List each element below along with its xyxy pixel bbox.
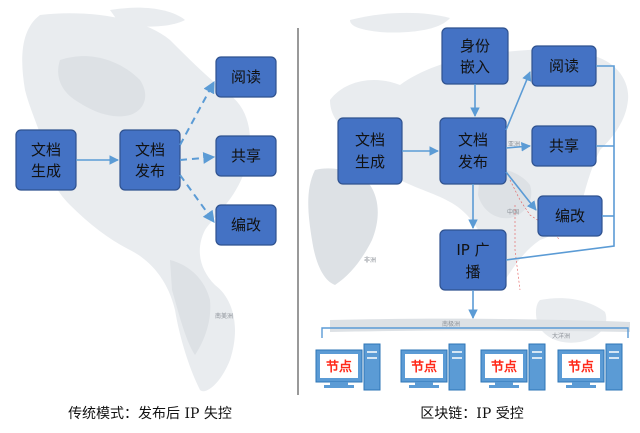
right-doc-gen-box: 文档 生成: [337, 117, 403, 185]
map-label-antarctica: 南极洲: [442, 320, 460, 328]
right-doc-publish-box: 文档 发布: [439, 117, 507, 185]
node-computer-3: 节点: [480, 343, 546, 391]
left-read-box: 阅读: [215, 56, 277, 98]
tower-icon: [363, 343, 381, 391]
left-doc-gen-box: 文档 生成: [15, 129, 77, 191]
right-ip-broadcast-box: IP 广 播: [439, 229, 507, 291]
right-share-box: 共享: [531, 125, 597, 167]
left-edit-label: 编改: [231, 216, 261, 234]
right-share-label: 共享: [549, 137, 579, 155]
node-label-1: 节点: [326, 359, 352, 375]
node-computer-4: 节点: [557, 343, 623, 391]
right-ip-broadcast-line2: 播: [465, 263, 480, 281]
map-label-oceania: 大洋洲: [552, 332, 570, 340]
node-label-4: 节点: [568, 359, 594, 375]
right-doc-publish-line1: 文档: [458, 131, 488, 149]
node-label-2: 节点: [411, 359, 437, 375]
right-doc-gen-line1: 文档: [355, 131, 385, 149]
right-ip-broadcast-line1: IP 广: [456, 241, 489, 259]
left-arrow-publish-to-share: [179, 151, 216, 164]
left-edit-box: 编改: [215, 204, 277, 246]
right-arrow-publish-to-share: [505, 141, 531, 152]
left-caption: 传统模式：发布后 IP 失控: [68, 406, 232, 422]
right-arrow-publish-to-edit: [505, 171, 537, 211]
left-doc-publish-line1: 文档: [135, 141, 165, 159]
map-label-china: 中国: [507, 208, 519, 216]
node-label-3: 节点: [491, 359, 517, 375]
right-read-box: 阅读: [531, 45, 597, 87]
right-read-label: 阅读: [549, 57, 579, 75]
left-share-box: 共享: [215, 135, 277, 177]
node-computer-2: 节点: [400, 343, 466, 391]
map-label-africa: 非洲: [364, 256, 376, 264]
left-arrow-publish-to-edit: [179, 174, 215, 223]
left-share-label: 共享: [231, 147, 261, 165]
right-feedback-line-read: [505, 65, 615, 261]
right-identity-line1: 身份: [460, 37, 490, 55]
left-world-map: 南美洲: [22, 7, 250, 392]
right-identity-line2: 嵌入: [460, 58, 490, 76]
map-label-asia: 亚洲: [508, 141, 520, 148]
tower-icon: [448, 343, 466, 391]
left-doc-publish-line2: 发布: [135, 162, 165, 180]
right-identity-embed-box: 身份 嵌入: [441, 27, 509, 85]
left-doc-gen-line2: 生成: [31, 162, 61, 180]
tower-icon: [528, 343, 546, 391]
left-doc-gen-line1: 文档: [31, 141, 61, 159]
nodes-bracket: [321, 327, 629, 338]
right-caption: 区块链：IP 受控: [420, 406, 523, 422]
right-arrow-publish-to-read: [505, 71, 532, 131]
tower-icon: [605, 343, 623, 391]
node-computer-1: 节点: [315, 343, 381, 391]
left-doc-publish-box: 文档 发布: [119, 129, 181, 191]
right-doc-gen-line2: 生成: [355, 153, 385, 171]
left-read-label: 阅读: [231, 68, 261, 86]
right-doc-publish-line2: 发布: [458, 153, 488, 171]
right-edit-box: 编改: [537, 195, 603, 237]
right-edit-label: 编改: [555, 207, 585, 225]
map-label-south-america: 南美洲: [215, 312, 233, 320]
